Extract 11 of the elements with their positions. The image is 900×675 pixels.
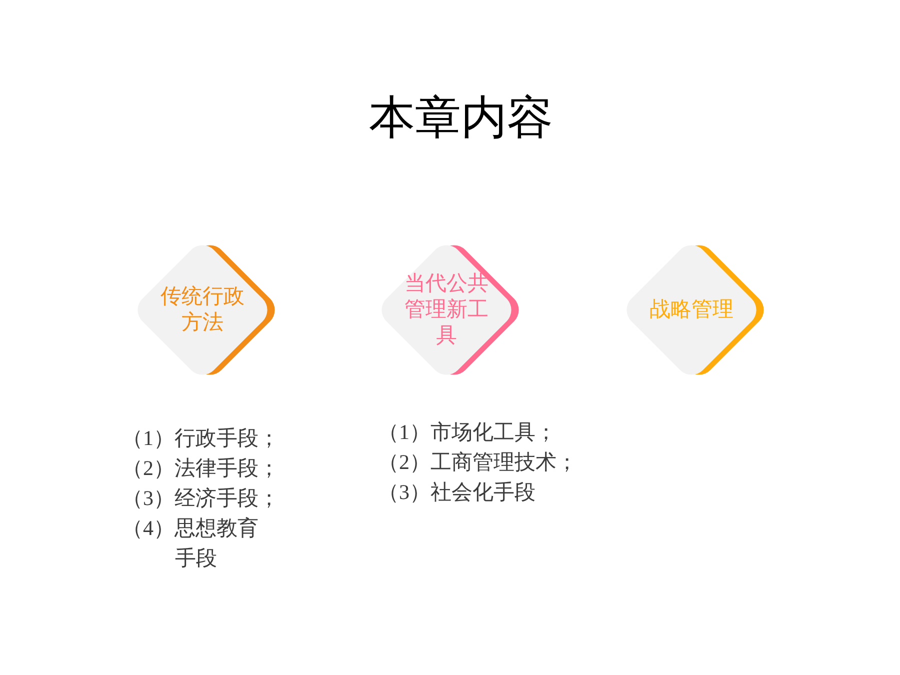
- list-item: （1）市场化工具；: [378, 419, 558, 446]
- tile-label: 当代公共管理新工具: [403, 271, 490, 349]
- list-item: （1）行政手段；: [122, 425, 280, 452]
- list-item: （3）社会化手段: [378, 479, 536, 506]
- tile-label: 战略管理: [648, 297, 734, 323]
- tile-label: 传统行政方法: [159, 284, 246, 336]
- list-item: （2）工商管理技术；: [378, 449, 578, 476]
- list-item: （2）法律手段；: [122, 455, 280, 482]
- slide-title: 本章内容: [369, 91, 553, 145]
- list-item: （4）思想教育手段: [122, 515, 260, 572]
- list-item: （3）经济手段；: [122, 485, 280, 512]
